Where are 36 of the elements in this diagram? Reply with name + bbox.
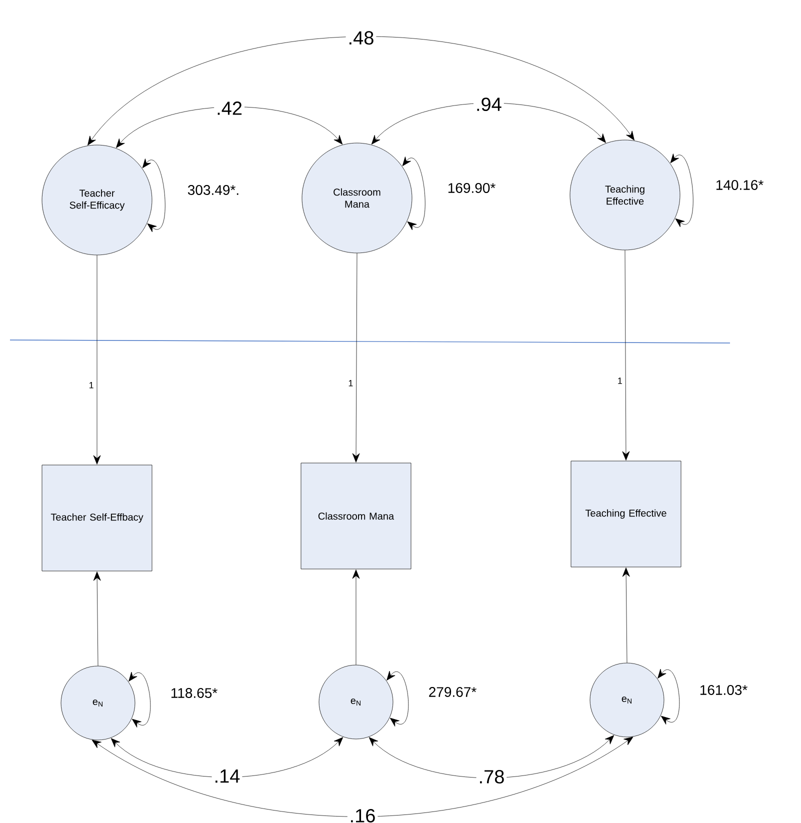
covariance-arrow [371,102,606,144]
path-arrow [352,570,360,665]
covariance-arrow [368,735,614,778]
path-arrow [622,250,630,460]
path-arrow [93,255,101,464]
variance-loop [128,672,151,728]
path-arrow [352,253,360,462]
covariance-arrow [88,36,634,146]
edge-label: 1 [89,382,94,388]
path-arrow [622,568,630,663]
observed-box: Teaching Effective [570,460,682,568]
variance-loop [142,158,166,232]
edge-label: .78 [476,768,507,786]
variance-loop [670,154,694,228]
edge-label: 279.67* [427,686,478,698]
observed-box: Teacher Self-Effbacy [42,464,152,572]
edge-label: .14 [212,768,242,785]
edge-label: .42 [214,100,244,117]
edge-label: .94 [474,96,504,114]
variance-loop [658,668,680,724]
covariance-arrow [116,106,343,148]
edge-label: 1 [618,378,622,384]
edge-label: .48 [346,29,376,47]
edge-label: 140.16* [714,179,765,191]
observed-box: Classroom Mana [300,462,412,570]
variance-loop [386,670,409,726]
variance-loop [402,156,426,230]
covariance-arrow [92,736,634,817]
edge-label: 303.49*. [186,184,241,196]
edge-label: 1 [348,380,353,386]
edge-label: 118.65* [169,687,219,699]
edge-label: 161.03* [698,684,749,696]
path-arrow [93,572,101,666]
covariance-arrow [110,737,344,778]
edge-label: 169.90* [446,182,497,194]
edge-label: .16 [347,807,378,823]
